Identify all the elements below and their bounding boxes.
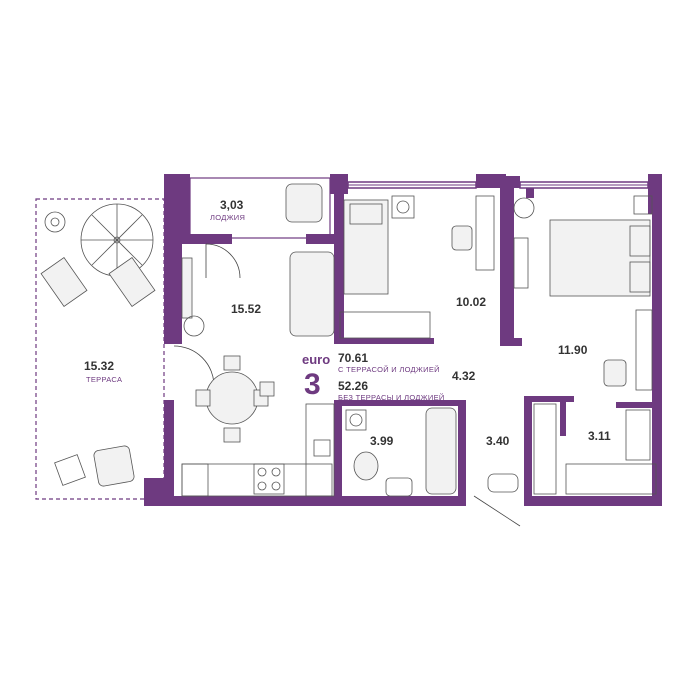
terrace-area-value: 15.32 xyxy=(84,359,114,373)
bedroom-2-area-value: 11.90 xyxy=(558,343,588,357)
rooms-count: 3 xyxy=(304,368,321,401)
doors xyxy=(173,243,521,527)
bathroom-fixtures xyxy=(345,403,657,497)
terrace-name: ТЕРРАСА xyxy=(86,375,122,384)
terrace-area xyxy=(35,198,165,500)
living-area-caption: БЕЗ ТЕРРАСЫ И ЛОДЖИЕЙ xyxy=(338,393,445,402)
apartment-type-label: euro xyxy=(302,352,330,367)
bedroom-2-furniture xyxy=(513,195,653,391)
bedroom-1-furniture xyxy=(339,195,495,339)
kitchen-living-area-value: 15.52 xyxy=(231,302,261,316)
loggia-area-value: 3,03 xyxy=(220,198,244,212)
bedroom-1-area-value: 10.02 xyxy=(456,295,486,309)
living-area-value: 52.26 xyxy=(338,379,368,393)
corridor-area-value: 3.40 xyxy=(486,434,510,448)
total-area-value: 70.61 xyxy=(338,351,368,365)
bathroom-area-value: 3.99 xyxy=(370,434,394,448)
total-area-caption: С ТЕРРАСОЙ И ЛОДЖИЕЙ xyxy=(338,365,440,374)
loggia-name: ЛОДЖИЯ xyxy=(210,213,245,222)
kitchen-living-furniture xyxy=(181,251,335,497)
area-labels: 3,03 ЛОДЖИЯ 15.32 ТЕРРАСА 15.52 10.02 11… xyxy=(84,198,611,448)
walls xyxy=(144,174,662,506)
apartment-summary: euro 3 70.61 С ТЕРРАСОЙ И ЛОДЖИЕЙ 52.26 … xyxy=(302,351,445,402)
loggia-area xyxy=(189,177,331,239)
hall-area-value: 4.32 xyxy=(452,369,476,383)
wardrobe-area-value: 3.11 xyxy=(588,429,611,443)
